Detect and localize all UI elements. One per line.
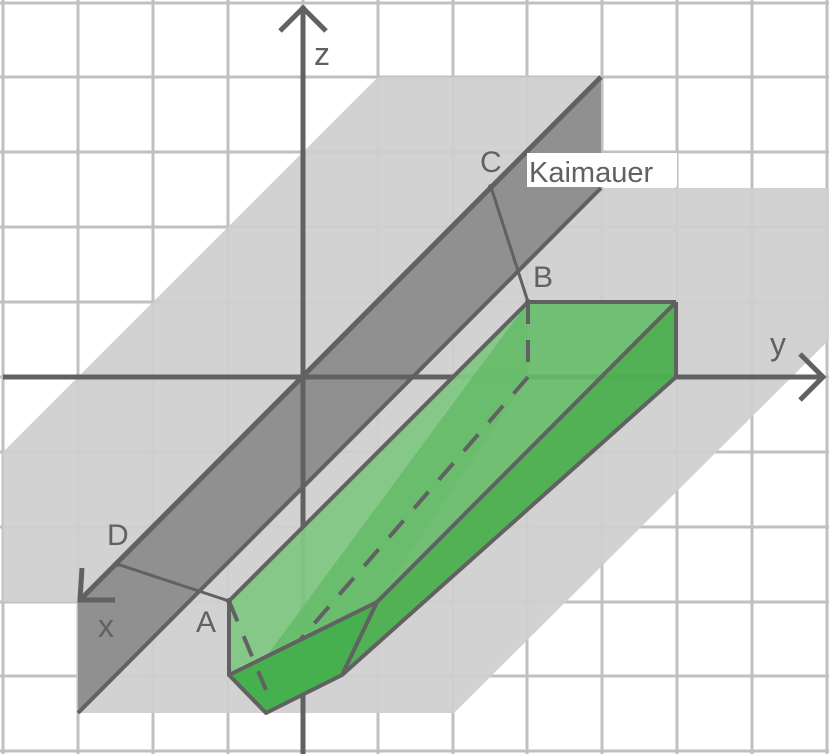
x-axis-arrowhead — [77, 567, 115, 603]
point-b-marker — [525, 299, 531, 305]
connector-d-a — [116, 562, 230, 603]
wall-top-edge — [78, 75, 603, 602]
prism-top-face — [229, 302, 528, 675]
wall-label: Kaimauer — [529, 157, 653, 189]
wall-bottom-edge — [76, 186, 603, 715]
wall-label-background — [527, 153, 677, 187]
prism-inner-face — [260, 302, 676, 665]
quay-wall — [78, 77, 601, 713]
y-axis-label: y — [770, 326, 786, 362]
point-d-label: D — [107, 519, 129, 552]
x-axis-label: x — [98, 608, 114, 644]
point-a-label: A — [196, 606, 216, 639]
point-c-label: C — [480, 146, 502, 179]
y-axis-arrowhead — [798, 352, 827, 402]
connector-c-b — [489, 186, 530, 303]
point-b-label: B — [533, 261, 553, 294]
prism-side-face — [342, 302, 676, 675]
point-c-marker — [488, 184, 494, 190]
point-d-marker — [114, 561, 120, 567]
point-a-marker — [226, 598, 232, 604]
z-axis-label: z — [314, 36, 330, 72]
z-axis-arrowhead — [278, 4, 328, 33]
pontoon-prism — [227, 300, 678, 715]
